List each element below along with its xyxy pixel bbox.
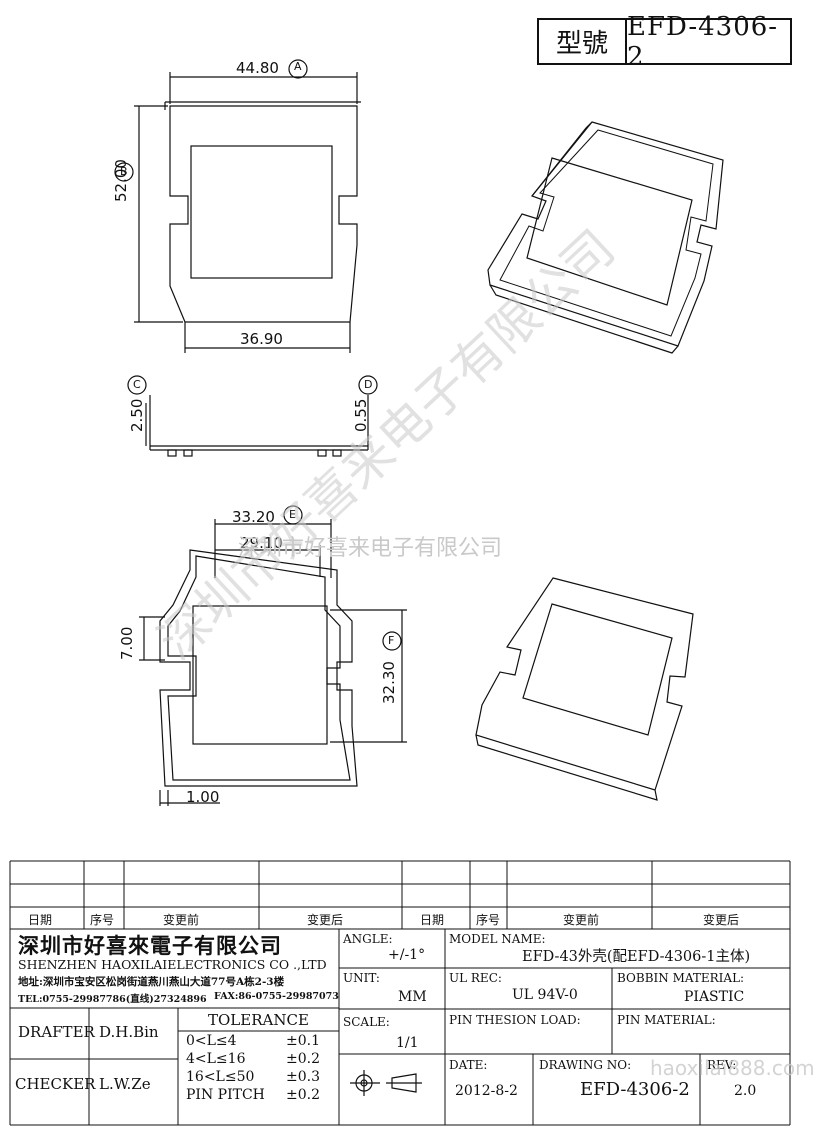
bobbin-value: PIASTIC bbox=[684, 989, 745, 1005]
projection-symbol bbox=[350, 1070, 422, 1096]
tolerance-range-3: 16<L≤50 bbox=[186, 1069, 255, 1085]
unit-value: MM bbox=[398, 989, 427, 1005]
tolerance-value-2: ±0.2 bbox=[286, 1051, 320, 1067]
checker-label: CHECKER bbox=[15, 1075, 96, 1093]
bobbin-label: BOBBIN MATERIAL: bbox=[617, 971, 745, 985]
dim-ref-d: D bbox=[364, 378, 373, 391]
tolerance-value-1: ±0.1 bbox=[286, 1033, 320, 1049]
dim-bottom-width: 36.90 bbox=[240, 330, 283, 348]
checker-name: L.W.Ze bbox=[99, 1075, 151, 1093]
company-fax: FAX:86-0755-29987073 bbox=[214, 991, 339, 1002]
angle-label: ANGLE: bbox=[343, 932, 393, 946]
drafter-label: DRAFTER bbox=[18, 1023, 95, 1041]
rev-header-seq-1: 序号 bbox=[90, 913, 115, 927]
rev-header-date-1: 日期 bbox=[28, 913, 53, 927]
dim-ref-c: C bbox=[133, 378, 141, 391]
rev-value: 2.0 bbox=[734, 1083, 757, 1099]
dim-ref-b: B bbox=[120, 165, 128, 178]
date-value: 2012-8-2 bbox=[455, 1083, 518, 1099]
unit-label: UNIT: bbox=[343, 971, 380, 985]
company-tel: TEL:0755-29987786(直线)27324896 bbox=[18, 994, 207, 1005]
pin-material-label: PIN MATERIAL: bbox=[617, 1013, 716, 1027]
side-view bbox=[127, 375, 378, 457]
watermark-horizontal: 深圳市好喜来电子有限公司 bbox=[238, 536, 503, 561]
tolerance-value-4: ±0.2 bbox=[286, 1087, 320, 1103]
technical-drawing bbox=[114, 59, 724, 806]
company-name-en: SHENZHEN HAOXILAIELECTRONICS CO .,LTD bbox=[18, 957, 327, 972]
title-label: 型號 bbox=[539, 20, 627, 63]
dim-flange: 1.00 bbox=[186, 788, 220, 806]
inner-view bbox=[139, 505, 407, 806]
scale-label: SCALE: bbox=[343, 1015, 390, 1029]
date-label: DATE: bbox=[449, 1058, 488, 1072]
isometric-view-1 bbox=[487, 121, 724, 354]
company-address: 地址:深圳市宝安区松岗街道燕川燕山大道77号A栋2-3楼 bbox=[18, 976, 285, 988]
tolerance-value-3: ±0.3 bbox=[286, 1069, 320, 1085]
isometric-view-2 bbox=[475, 577, 694, 801]
drawing-no-label: DRAWING NO: bbox=[539, 1058, 632, 1072]
watermark-url: haoxilai888.com bbox=[650, 1056, 815, 1080]
angle-value: +/-1° bbox=[388, 947, 426, 963]
model-label: MODEL NAME: bbox=[449, 932, 546, 946]
drafter-name: D.H.Bin bbox=[99, 1023, 159, 1041]
scale-value: 1/1 bbox=[396, 1035, 419, 1051]
pin-load-label: PIN THESION LOAD: bbox=[449, 1013, 581, 1027]
rev-header-date-2: 日期 bbox=[420, 913, 445, 927]
ul-label: UL REC: bbox=[449, 971, 502, 985]
dim-inner-outer: 33.20 bbox=[232, 508, 275, 526]
dim-top-width: 44.80 bbox=[236, 59, 279, 77]
drawing-no-value: EFD-4306-2 bbox=[580, 1079, 690, 1100]
tolerance-title: TOLERANCE bbox=[208, 1011, 309, 1029]
tolerance-range-2: 4<L≤16 bbox=[186, 1051, 246, 1067]
dim-ref-f: F bbox=[388, 634, 395, 647]
company-name-cn: 深圳市好喜來電子有限公司 bbox=[18, 933, 282, 958]
tolerance-range-1: 0<L≤4 bbox=[186, 1033, 237, 1049]
dim-inner-inner: 29.10 bbox=[240, 534, 283, 552]
dim-ref-a: A bbox=[294, 60, 302, 73]
dim-ref-e: E bbox=[289, 508, 296, 521]
rev-header-after-1: 变更后 bbox=[307, 913, 344, 927]
rev-label: REV: bbox=[707, 1058, 737, 1072]
model-value: EFD-43外壳(配EFD-4306-1主体) bbox=[522, 949, 751, 965]
ul-value: UL 94V-0 bbox=[512, 987, 578, 1003]
rev-header-after-2: 变更后 bbox=[703, 913, 740, 927]
rev-header-before-2: 变更前 bbox=[563, 913, 600, 927]
tolerance-range-4: PIN PITCH bbox=[186, 1087, 265, 1103]
rev-header-before-1: 变更前 bbox=[163, 913, 200, 927]
rev-header-seq-2: 序号 bbox=[476, 913, 501, 927]
top-view bbox=[114, 59, 361, 353]
